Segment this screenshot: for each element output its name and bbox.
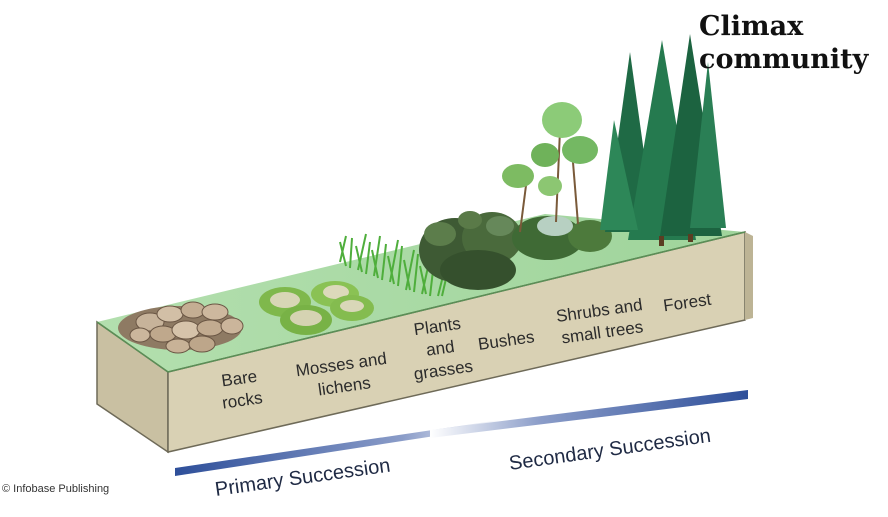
primary-succession-bar <box>175 420 500 476</box>
bare-rocks-illustration <box>118 301 244 354</box>
secondary-succession-label: Secondary Succession <box>508 425 713 475</box>
title-line-2: community <box>699 44 869 75</box>
forest-illustration <box>600 34 726 246</box>
grass-edge <box>96 231 746 373</box>
title-line-1: Climax <box>699 11 804 42</box>
climax-community-title: Climax community <box>699 10 884 76</box>
secondary-succession-bar <box>430 390 748 438</box>
publisher-credit: © Infobase Publishing <box>2 483 110 495</box>
stage-label-line: and <box>425 337 456 360</box>
bushes-illustration <box>419 211 522 290</box>
stage-label-line: Bare <box>220 367 258 391</box>
shrubs-trees-illustration <box>502 102 612 260</box>
mosses-lichens-illustration <box>259 281 374 335</box>
grasses-illustration <box>339 233 449 297</box>
grass-surface <box>97 214 745 372</box>
soil-right-face <box>745 232 753 320</box>
soil-block <box>96 214 753 454</box>
